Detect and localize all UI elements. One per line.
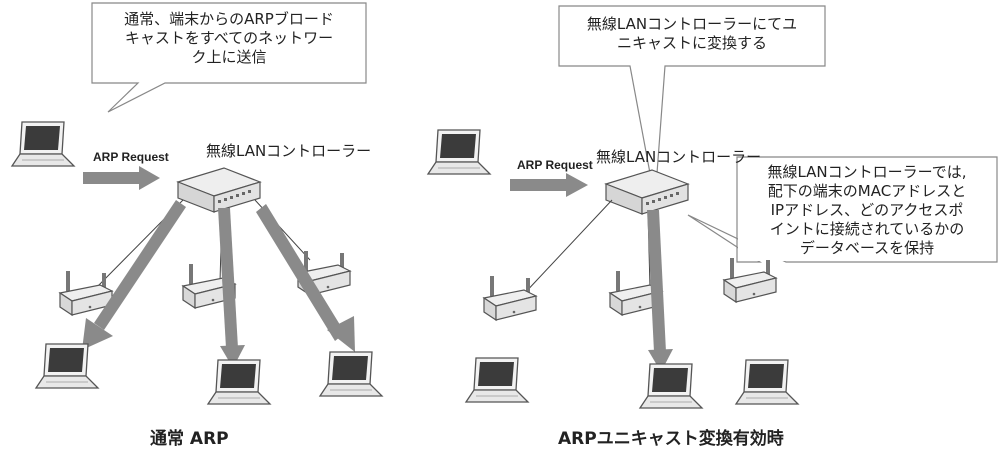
left-callout-line-3: ク上に送信 bbox=[191, 48, 267, 66]
left-controller-switch bbox=[177, 167, 261, 213]
right-ap-3 bbox=[723, 257, 777, 303]
left-broadcast-arrow-2 bbox=[218, 208, 245, 368]
right-callout-top-line-1: 無線LANコントローラーにてユ bbox=[586, 15, 798, 33]
right-laptop-2 bbox=[639, 363, 703, 409]
right-callout-top-bubble bbox=[558, 5, 826, 201]
left-source-laptop bbox=[11, 121, 75, 167]
left-callout-line-2: キャストをすべてのネットワー bbox=[124, 29, 334, 47]
right-arp-arrow bbox=[510, 173, 588, 197]
right-callout-side-line-2: 配下の端末のMACアドレスと bbox=[767, 182, 967, 200]
right-callout-top-line-2: ニキャストに変換する bbox=[616, 34, 767, 52]
left-broadcast-arrow-1 bbox=[82, 200, 186, 350]
right-ap-1 bbox=[483, 275, 537, 321]
right-callout-side-text: 無線LANコントローラーでは, 配下の端末のMACアドレスと IPアドレス、どの… bbox=[738, 163, 996, 258]
right-laptop-1 bbox=[465, 357, 529, 403]
right-source-laptop bbox=[427, 129, 491, 175]
right-arp-label: ARP Request bbox=[517, 158, 593, 172]
left-arp-label: ARP Request bbox=[93, 150, 169, 164]
right-callout-side-line-4: イントに接続されているかの bbox=[769, 220, 965, 238]
left-panel bbox=[11, 2, 383, 405]
right-panel bbox=[427, 5, 998, 409]
left-callout-line-1: 通常、端末からのARPブロード bbox=[124, 10, 334, 28]
right-callout-side-line-3: IPアドレス、どのアクセスポ bbox=[770, 201, 964, 219]
left-laptop-3 bbox=[319, 351, 383, 397]
left-controller-label: 無線LANコントローラー bbox=[206, 142, 372, 160]
right-callout-side-line-5: データベースを保持 bbox=[799, 239, 935, 257]
left-laptop-2 bbox=[207, 359, 271, 405]
left-callout-bubble bbox=[91, 2, 367, 113]
left-arp-arrow bbox=[83, 166, 160, 190]
left-laptop-1 bbox=[35, 343, 99, 389]
right-controller-label: 無線LANコントローラー bbox=[596, 148, 762, 166]
right-controller-switch bbox=[605, 169, 689, 215]
right-unicast-arrow bbox=[647, 210, 673, 372]
left-callout-text: 通常、端末からのARPブロード キャストをすべてのネットワー ク上に送信 bbox=[92, 10, 366, 67]
left-broadcast-arrow-3 bbox=[256, 204, 355, 352]
right-callout-side-line-1: 無線LANコントローラーでは, bbox=[767, 163, 967, 181]
left-caption: 通常 ARP bbox=[150, 429, 229, 449]
right-callout-top-text: 無線LANコントローラーにてユ ニキャストに変換する bbox=[559, 15, 825, 53]
right-laptop-3 bbox=[735, 359, 799, 405]
right-caption: ARPユニキャスト変換有効時 bbox=[558, 429, 784, 449]
